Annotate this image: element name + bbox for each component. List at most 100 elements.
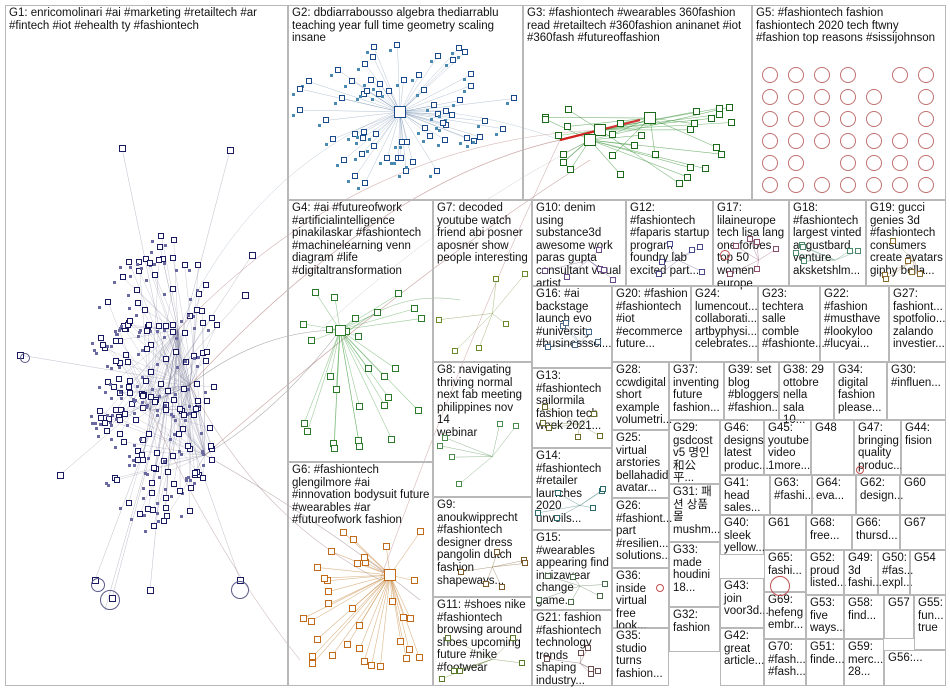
node-label-mark [139, 266, 143, 270]
node-label-mark [112, 281, 116, 285]
node [136, 511, 143, 518]
self-loop-ring [720, 250, 730, 260]
self-loop-ring [918, 177, 934, 193]
node [372, 131, 379, 138]
self-loop-ring [20, 353, 30, 363]
edge [149, 409, 151, 435]
group-box-g7: G7: decoded youtube watch friend abi pos… [433, 200, 532, 362]
node [179, 426, 186, 433]
node [563, 320, 570, 327]
node [410, 577, 418, 585]
group-label-g51: G51: finde... [810, 641, 845, 666]
group-label-g39: G39: set blog #bloggers #fashion... [728, 364, 782, 414]
node [499, 125, 506, 132]
self-loop-ring [840, 177, 856, 193]
node [334, 324, 346, 336]
node-label-mark [132, 397, 136, 401]
node [194, 397, 201, 404]
self-loop-ring [840, 89, 856, 105]
node [567, 598, 574, 605]
edge [548, 423, 581, 429]
node [890, 238, 897, 245]
self-loop-ring [770, 576, 790, 596]
group-label-g7: G7: decoded youtube watch friend abi pos… [437, 202, 528, 265]
group-box-g1: G1: enricomolinari #ai #marketing #retai… [5, 5, 288, 686]
group-label-g50: G50: #fas... expl... [882, 552, 914, 590]
edge [492, 566, 502, 588]
node-label-mark [463, 78, 467, 82]
edge [100, 329, 179, 419]
group-box-g35: G35: studio turns fashion... [612, 628, 669, 686]
group-label-g26: G26: #fashiont... part #resilien... solu… [616, 500, 673, 563]
node-label-mark [494, 132, 498, 136]
node [115, 375, 122, 382]
node-label-mark [156, 414, 160, 418]
node [113, 337, 120, 344]
node [456, 45, 463, 52]
edge [359, 574, 391, 649]
node-label-mark [95, 427, 99, 431]
node-label-mark [416, 94, 420, 98]
edge [389, 574, 411, 619]
edge [148, 324, 206, 456]
edge [539, 585, 581, 601]
edge [149, 383, 162, 411]
node-label-mark [118, 326, 122, 330]
node [686, 164, 694, 172]
edge [802, 246, 836, 261]
group-label-g59: G59: merc... 28... [848, 641, 884, 679]
node [718, 150, 726, 158]
edge [332, 574, 391, 656]
group-label-g8: G8: navigating thriving normal next fab … [437, 364, 523, 439]
node [368, 76, 375, 83]
node [208, 315, 215, 322]
edge [177, 329, 180, 434]
node [509, 635, 516, 642]
node [400, 77, 407, 84]
node [571, 342, 578, 349]
group-label-g57: G57 [888, 597, 910, 609]
node-label-mark [150, 387, 154, 391]
self-loop-ring [892, 133, 908, 149]
node-label-mark [129, 274, 133, 278]
edge [189, 139, 561, 386]
group-box-g22: G22: #fashion #musthave #lookyloo #lucya… [820, 286, 889, 362]
node [163, 356, 170, 363]
node [846, 247, 853, 254]
node [457, 568, 464, 575]
node [116, 431, 123, 438]
node-label-mark [422, 139, 426, 143]
edge [145, 259, 191, 386]
node-label-mark [108, 421, 112, 425]
group-box-g64: G64: eva... [812, 475, 856, 515]
node-label-mark [89, 414, 93, 418]
node [358, 151, 365, 158]
node-label-mark [457, 56, 461, 60]
group-box-g66: G66: thursd... [852, 515, 900, 550]
edge [312, 574, 391, 664]
group-box-g27: G27: fashiont... spotfolio... zalando in… [889, 286, 946, 362]
edge [339, 329, 385, 378]
node [332, 385, 340, 393]
edge [184, 265, 206, 456]
edge [126, 328, 191, 386]
edge [379, 139, 561, 581]
node [195, 291, 202, 298]
group-label-g21: G21: fashion #fashiontech technology tre… [536, 612, 602, 687]
node [181, 412, 188, 419]
node-label-mark [119, 391, 123, 395]
group-label-g10: G10: denim using substance3d awesome wor… [536, 202, 621, 290]
node-label-mark [135, 385, 139, 389]
group-box-g4: G4: #ai #futureofwork #artificialintelli… [288, 200, 433, 462]
node-label-mark [477, 125, 481, 129]
node-label-mark [394, 145, 398, 149]
node [601, 267, 608, 274]
edge [119, 341, 206, 456]
group-label-g66: G66: thursd... [856, 517, 898, 542]
group-box-g45: G45: youtube video 1more... [764, 420, 811, 475]
node-label-mark [156, 363, 160, 367]
edge [104, 348, 191, 386]
node [590, 410, 597, 417]
node [313, 635, 321, 643]
node-label-mark [389, 49, 393, 53]
